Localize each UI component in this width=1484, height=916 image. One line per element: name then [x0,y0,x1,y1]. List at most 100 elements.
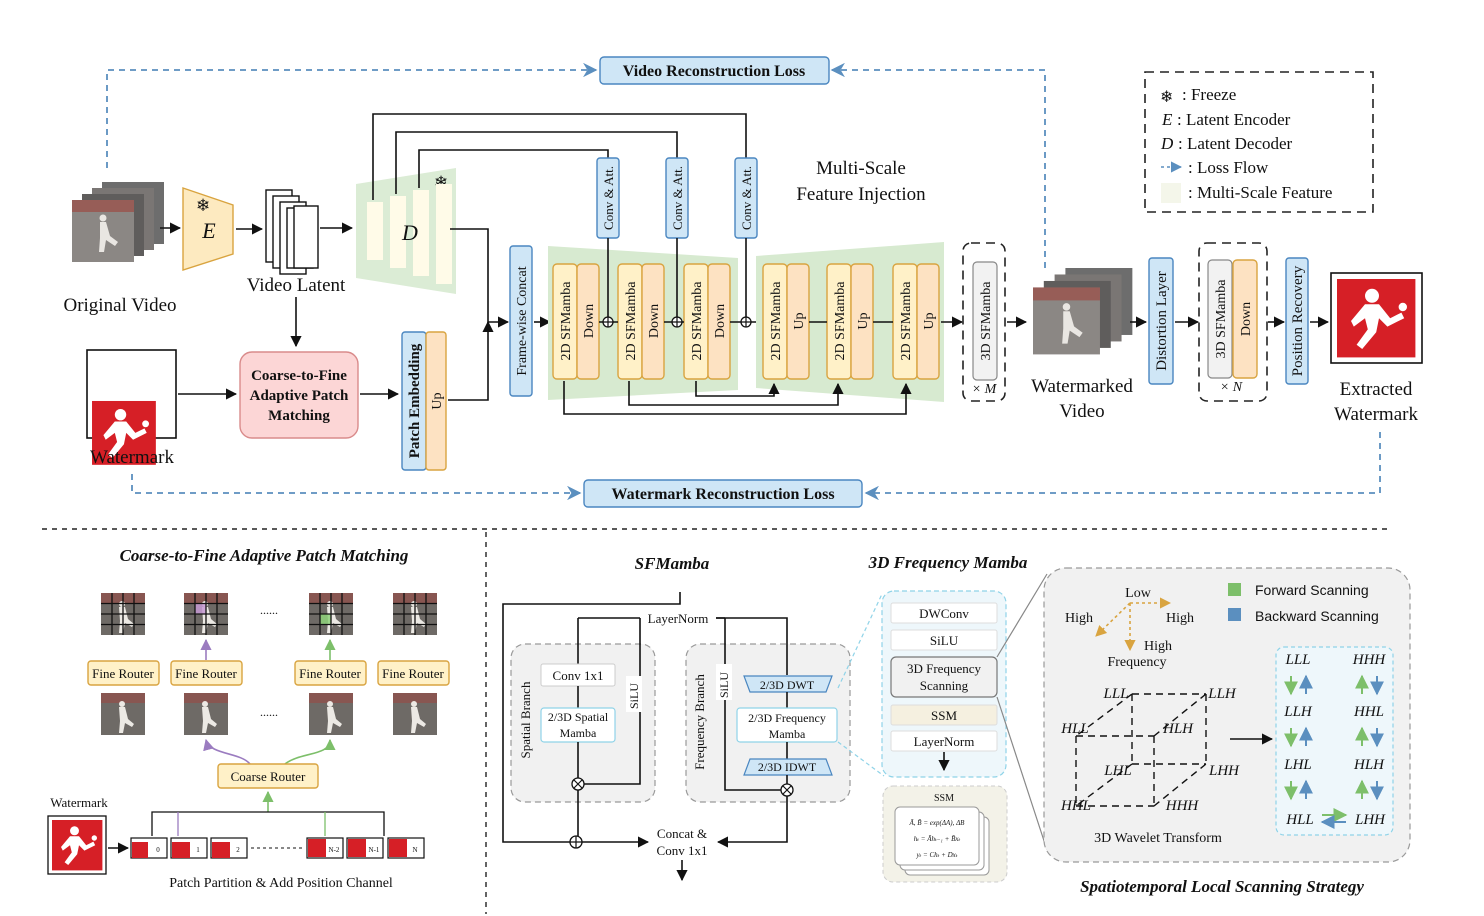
fm3d-ssm-box [890,704,998,726]
watermark-loss-flow-right [864,432,1381,501]
fine-router-2 [170,660,243,686]
c2f-module-line3: Matching [268,408,330,424]
sfm-residual-path [502,592,681,843]
backward-scan-label: Backward Scanning [1255,608,1379,624]
thumb-mid-4 [393,693,437,735]
distortion-layer-label: Distortion Layer [1154,271,1170,371]
legend-freeze-label: : Freeze [1182,85,1236,104]
sfm-freq-silu-bg [716,664,732,700]
down-1-label: Down [582,304,597,338]
sfm-silu-path [583,618,641,785]
sfm-layernorm-bg [643,609,713,628]
sfm-concat-line2: Conv 1x1 [657,843,708,858]
fm3d-section-title: 3D Frequency Mamba [868,553,1028,572]
encoder-trapezoid [182,187,234,271]
injection-line-2 [395,131,678,194]
legend-decoder-label: : Latent Decoder [1178,134,1293,153]
sfm-silu-label: SiLU [627,683,641,709]
sfmamba-up-2-label: 2D SFMamba [833,281,848,361]
extracted-watermark-logo [1337,279,1416,358]
watermark-reconstruction-loss-label: Watermark Reconstruction Loss [611,486,834,503]
wavelet-cube [1075,693,1207,807]
legend-msf-swatch [1161,183,1181,203]
arrow-patch-to-concat [448,320,494,401]
watermarked-label-line2: Video [1059,401,1104,422]
sfmamba3d-n-down-box [1232,259,1258,379]
fine-router-3-label: Fine Router [299,666,361,681]
skip-connection-middle [628,381,844,406]
sfm-layernorm-label: LayerNorm [648,611,709,626]
c2f-module-line2: Adaptive Patch [250,388,349,404]
patch-n-1-label: N-1 [369,846,380,854]
plus-node-2 [671,316,683,328]
order-3: LLH [1283,704,1313,720]
fine-router-2-label: Fine Router [175,666,237,681]
conv-att-label-3: Conv & Att. [739,166,754,230]
patch-0-label: 0 [156,846,160,854]
sfmamba-down-block-2 [617,263,665,380]
thumb-mid-1 [101,693,145,735]
injection-line-3 [418,149,609,188]
video-loss-flow-right [830,62,1046,268]
fm3d-layernorm-box [890,730,998,752]
fine-router-3 [294,660,367,686]
video-reconstruction-loss-box [599,56,830,85]
patch-partition-label: Patch Partition & Add Position Channel [169,876,393,891]
sfmamba-up-block-3 [892,263,940,380]
patch-up-box [425,331,447,471]
zoom-line-bottom [837,741,885,777]
legend-msf-label: : Multi-Scale Feature [1188,183,1332,202]
patch-2-label: 2 [236,846,240,854]
times-m-label: × M [972,382,998,397]
fm3d-silu-label: SiLU [930,633,959,648]
cube-lll: LLL [1102,686,1128,702]
c2f-module-box [239,351,359,439]
conv-att-label-2: Conv & Att. [670,166,685,230]
watermark-reconstruction-loss-box [583,479,863,508]
sfmamba-down-1-label: 2D SFMamba [559,281,574,361]
legend-encoder-label: : Latent Encoder [1177,110,1291,129]
freq-frequency-label: Frequency [1107,655,1166,670]
extracted-label-line2: Watermark [1334,404,1418,425]
video-latent-stack [265,189,319,275]
original-video-frames [72,182,164,262]
c2f-ellipsis-mid: ...... [260,705,278,719]
decoder-feature-4 [436,184,452,284]
sfm-spatial-mamba-line1: 2/3D Spatial [548,710,609,724]
sfm-add-node [569,835,583,849]
c2f-ellipsis-top: ...... [260,603,278,617]
sfm-conv-label: Conv 1x1 [553,668,604,683]
msfi-label-line2: Feature Injection [796,184,926,205]
ssm-eq-1: Ā, B̄ = exp(ΔA), ΔB [909,819,966,827]
sfmamba-section-title: SFMamba [635,554,710,573]
grid-thumb-4 [392,592,438,636]
fm3d-silu-box [890,629,998,651]
video-loss-flow-left [106,62,598,168]
decoder-feature-2 [390,196,406,268]
ssm-card-title: SSM [934,793,954,804]
frame-concat-box [509,245,533,397]
patch-2 [210,837,248,859]
legend-freeze-icon: ❄ [1160,89,1173,106]
coarse-to-thumb-3 [284,738,336,765]
video-latent-label: Video Latent [247,275,346,296]
position-recovery-box [1285,257,1309,385]
sfmamba-up-block-2 [826,263,874,380]
fm3d-scan-line1: 3D Frequency [907,661,982,676]
frame-concat-label: Frame-wise Concat [515,266,530,375]
cube-lhh: LHH [1208,763,1240,779]
spatial-branch-label: Spatial Branch [518,681,533,758]
thumb-mid-2 [184,693,228,735]
patch-n-label: N [412,846,417,854]
zoom-line-top [837,593,883,689]
sfm-dwt-box [743,675,833,693]
cube-llh: LLH [1207,686,1237,702]
cube-hlh: HLH [1162,721,1194,737]
freq-low-label: Low [1125,586,1152,601]
sfm-idwt-box [743,758,833,776]
sfmamba3d-n-down-label: Down [1239,302,1254,336]
sfmamba-down-3-label: 2D SFMamba [690,281,705,361]
watermarked-label-line1: Watermarked [1031,376,1133,397]
ssm-eq-3: yₜ = Chₜ + Dxₜ [915,851,957,859]
